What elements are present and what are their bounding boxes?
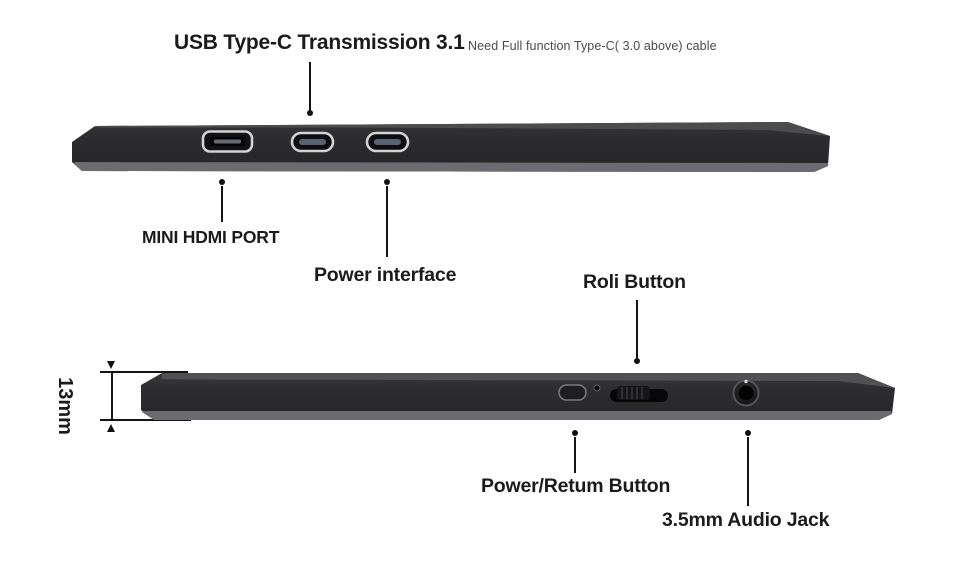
cable-note: Need Full function Type-C( 3.0 above) ca…	[468, 39, 717, 53]
page-title: USB Type-C Transmission 3.1	[174, 31, 465, 54]
callout-line-usb-c	[309, 62, 311, 111]
monitor-top-edge-view	[72, 122, 830, 172]
audio-jack-icon	[732, 379, 760, 407]
callout-line-audio-jack	[747, 437, 749, 506]
dimension-bottom-line	[100, 419, 191, 421]
callout-dot-power-interface	[384, 179, 390, 185]
dimension-top-line	[100, 371, 188, 373]
device-bottom-face	[142, 411, 892, 420]
callout-line-hdmi	[221, 186, 223, 222]
device-bottom-face	[74, 162, 828, 172]
dimension-vertical-line	[111, 371, 113, 420]
device-body	[141, 373, 895, 420]
callout-dot-hdmi	[219, 179, 225, 185]
label-roll-button: Roli Button	[583, 271, 686, 293]
callout-dot-usb-c	[307, 110, 313, 116]
callout-dot-roll-button	[634, 358, 640, 364]
mini-hdmi-port-icon	[201, 130, 254, 153]
callout-line-roll-button	[636, 300, 638, 358]
callout-line-power-interface	[386, 186, 388, 257]
callout-dot-power-return	[572, 430, 578, 436]
label-power-return: Power/Retum Button	[481, 475, 671, 497]
callout-dot-audio-jack	[745, 430, 751, 436]
device-body	[72, 122, 830, 172]
label-audio-jack: 3.5mm Audio Jack	[662, 509, 830, 531]
led-indicator-icon	[593, 384, 601, 392]
roll-button-icon	[610, 386, 668, 402]
dimension-arrow-bottom-icon	[107, 424, 115, 432]
device-top-face	[95, 122, 830, 136]
dimension-arrow-top-icon	[107, 361, 115, 369]
label-mini-hdmi: MINI HDMI PORT	[142, 227, 280, 247]
label-thickness: 13mm	[54, 377, 76, 435]
callout-line-power-return	[574, 437, 576, 473]
usb-c-port-1-icon	[290, 131, 335, 153]
power-return-button-icon	[558, 384, 587, 401]
monitor-side-edge-view	[141, 373, 895, 420]
device-top-face	[162, 373, 895, 388]
label-power-interface: Power interface	[314, 264, 457, 286]
usb-c-port-2-icon	[365, 131, 410, 153]
